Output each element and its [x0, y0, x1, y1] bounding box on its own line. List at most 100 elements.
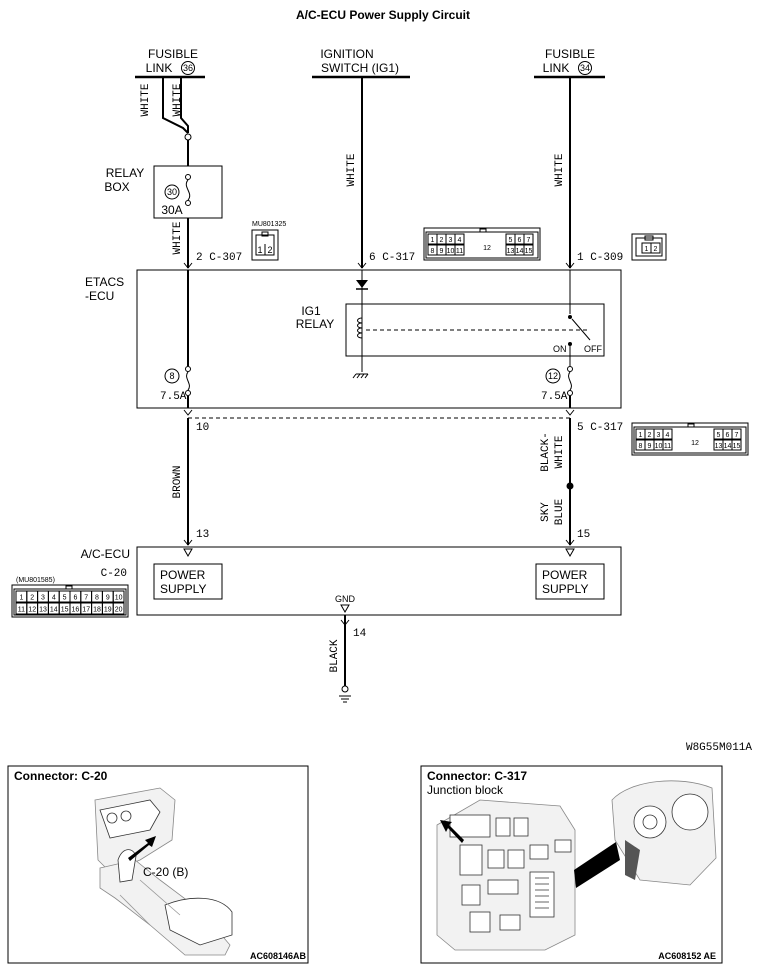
ac-ecu-label: A/C-ECU: [81, 547, 130, 561]
etacs-fuse-right-amp: 7.5A: [541, 391, 568, 403]
relay-on-label: ON: [553, 344, 567, 354]
connector-c307-part: MU801325: [252, 221, 286, 228]
relay-off-label: OFF: [584, 344, 602, 354]
gnd-label: GND: [335, 594, 356, 604]
panel-right-code: AC608152 AE: [658, 951, 716, 961]
c20-pin-number: 20: [115, 607, 123, 614]
svg-text:10: 10: [655, 443, 663, 450]
c20-pin-number: 4: [52, 595, 56, 602]
ignition-switch-label: IGNITION: [320, 47, 373, 61]
c20-pin-number: 16: [72, 607, 80, 614]
svg-text:5: 5: [717, 432, 721, 439]
pin-10-label: 10: [196, 422, 209, 434]
car-interior-illustration: [94, 787, 233, 956]
wire-white-left-a: [162, 77, 189, 134]
etacs-fuse-left-number: 8: [169, 371, 174, 381]
svg-text:2: 2: [648, 432, 652, 439]
c20-pin-number: 12: [28, 607, 36, 614]
relay-box-label-2: BOX: [104, 180, 129, 194]
svg-text:6: 6: [518, 237, 522, 244]
wire-white-left-b: [180, 77, 189, 133]
svg-text:2: 2: [654, 246, 658, 253]
diagram-title: A/C-ECU Power Supply Circuit: [296, 8, 470, 22]
svg-text:10: 10: [447, 248, 455, 255]
c20-pin-number: 10: [115, 595, 123, 602]
connector-c20-part: (MU801585): [16, 577, 55, 584]
svg-text:14: 14: [724, 443, 732, 450]
svg-text:3: 3: [449, 237, 453, 244]
svg-text:2: 2: [267, 245, 272, 255]
fusible-right-number-circle: [578, 61, 592, 75]
pin-13-label: 13: [196, 529, 209, 541]
splice-point: [566, 482, 574, 490]
ig1-relay-label: IG1: [301, 304, 321, 318]
c20-pin-number: 9: [106, 595, 110, 602]
relay-contact-icon: [571, 318, 591, 341]
etacs-ecu-label: ETACS: [85, 275, 124, 289]
etacs-fuse-left-amp: 7.5A: [160, 391, 187, 403]
junction-block-illustration: [436, 780, 717, 951]
svg-text:2: 2: [440, 237, 444, 244]
c20-pin-number: 5: [63, 595, 67, 602]
c20-pin-number: 11: [18, 607, 25, 614]
connector-c20-panel: [7, 765, 309, 964]
etacs-ecu-label-2: -ECU: [85, 289, 114, 303]
svg-text:7: 7: [735, 432, 739, 439]
svg-text:3: 3: [657, 432, 661, 439]
svg-text:15: 15: [525, 248, 533, 255]
etacs-fuse-left-icon: [186, 371, 190, 391]
connector-c317-top-icon: 1 2 3 4 12 5 6 7 8 9 10 11 13 14 15: [423, 227, 541, 261]
wire-label-white-2: WHITE: [172, 83, 184, 116]
svg-text:12: 12: [691, 440, 699, 447]
svg-text:5: 5: [509, 237, 513, 244]
power-supply-right-box: [535, 563, 605, 600]
svg-text:12: 12: [483, 245, 491, 252]
c20-pin-number: 1: [19, 595, 23, 602]
etacs-ecu-box: [136, 269, 622, 409]
pin-14-label: 14: [353, 628, 367, 640]
svg-text:8: 8: [639, 443, 643, 450]
svg-text:1: 1: [431, 237, 435, 244]
svg-text:13: 13: [715, 443, 723, 450]
svg-text:11: 11: [664, 443, 671, 450]
power-supply-left-box: [153, 563, 223, 600]
etacs-fuse-right-number: 12: [548, 371, 558, 381]
c20-pin-number: 19: [104, 607, 112, 614]
ig1-relay-label-2: RELAY: [296, 317, 334, 331]
c20-pin-number: 2: [30, 595, 34, 602]
diode-icon: [356, 280, 368, 288]
c20-pin-number: 13: [39, 607, 47, 614]
fusible-left-number-circle: [181, 61, 195, 75]
ac-ecu-box: [136, 546, 622, 616]
connector-c317-top-label: 6 C-317: [369, 252, 415, 264]
fusible-right-number: 34: [580, 63, 590, 73]
wire-label-white-4: WHITE: [346, 153, 358, 186]
figure-code: W8G55M011A: [686, 742, 752, 754]
c20-pin-number: 3: [41, 595, 45, 602]
wire-label-white-3: WHITE: [172, 221, 184, 254]
relay-fuse-amp: 30A: [161, 203, 182, 217]
c20-pin-cell: [112, 602, 125, 615]
etacs-fuse-right-icon: [568, 371, 572, 391]
c20-pin-number: 6: [73, 595, 77, 602]
svg-text:1: 1: [257, 245, 262, 255]
wire-label-white-5: WHITE: [554, 153, 566, 186]
svg-text:8: 8: [431, 248, 435, 255]
c317-arrow-icon: [440, 820, 464, 843]
power-supply-right-1: POWER: [542, 568, 588, 582]
relay-fuse-number-circle: [164, 184, 180, 200]
svg-text:9: 9: [440, 248, 444, 255]
connector-c317-bottom-icon: 1 2 3 4 12 5 6 7 8 9 10 11 13 14 15: [631, 422, 749, 456]
svg-text:7: 7: [527, 237, 531, 244]
etacs-fuse-left-circle: [164, 368, 180, 384]
c20-pin-number: 8: [95, 595, 99, 602]
svg-text:14: 14: [516, 248, 524, 255]
svg-text:15: 15: [733, 443, 741, 450]
connector-c309-icon: 1 2: [631, 233, 667, 261]
relay-box-label: RELAY: [106, 166, 144, 180]
ac-ecu-connector-label: C-20: [101, 568, 127, 580]
panel-left-callout: C-20 (B): [143, 865, 188, 879]
wire-label-sky-blue-1: SKY: [540, 502, 552, 522]
panel-left-title: Connector: C-20: [14, 769, 108, 783]
